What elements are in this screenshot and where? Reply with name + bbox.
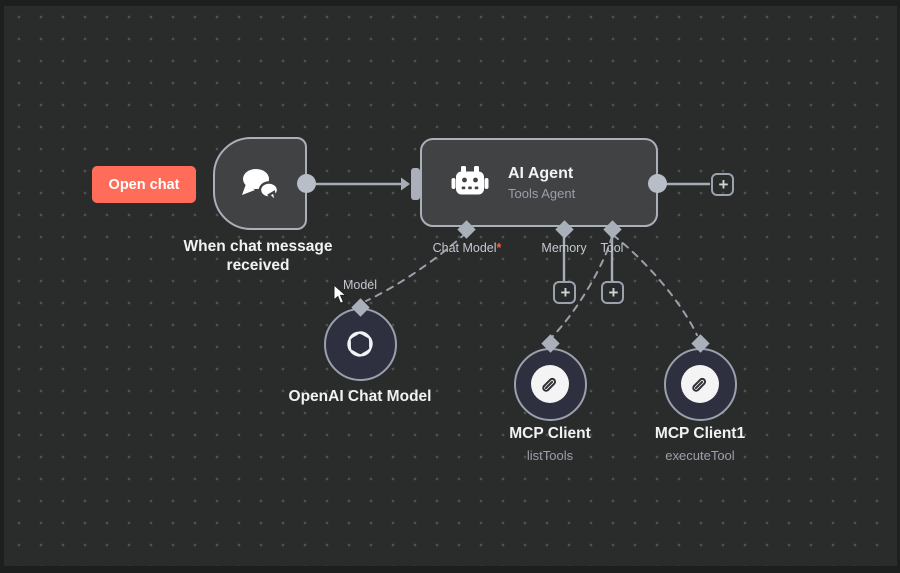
openai-logo-icon <box>347 331 373 357</box>
screen-edge-right <box>897 0 900 573</box>
mcp-logo-icon <box>692 377 707 392</box>
mcp-client1-label: MCP Client1 <box>654 425 746 442</box>
port-label-tool: Tool <box>600 241 624 255</box>
agent-input-port[interactable] <box>411 168 420 200</box>
mcp-logo-badge <box>681 365 719 403</box>
mcp-logo-icon <box>542 377 557 392</box>
chat-model-label-text: Chat Model <box>432 241 497 255</box>
add-node-button-memory[interactable]: + <box>552 281 576 304</box>
edge-chatmodel-to-openai[interactable] <box>365 232 467 302</box>
node-mcp-client1[interactable] <box>663 347 737 421</box>
open-chat-button[interactable]: Open chat <box>92 166 196 203</box>
trigger-label-line1: When chat message <box>183 238 333 255</box>
add-node-button-tool[interactable]: + <box>600 281 624 304</box>
agent-output-port[interactable] <box>648 174 667 193</box>
trigger-node-label: When chat message received <box>158 237 358 275</box>
trigger-label-line2: received <box>226 257 290 274</box>
port-label-memory: Memory <box>541 241 587 255</box>
screen-edge-bottom <box>0 566 900 573</box>
openai-port-label: Model <box>342 278 378 292</box>
trigger-output-port[interactable] <box>297 174 316 193</box>
node-ai-agent[interactable]: AI Agent Tools Agent <box>420 138 658 227</box>
edge-tool-to-mcp-client1[interactable] <box>612 234 698 336</box>
mcp-client1-operation: executeTool <box>665 448 735 463</box>
add-node-button-agent-output[interactable]: + <box>710 172 734 196</box>
port-label-chat-model: Chat Model* <box>407 241 527 255</box>
edge-tool-to-mcp-client[interactable] <box>552 235 613 337</box>
node-mcp-client[interactable] <box>513 347 587 421</box>
mcp-logo-badge <box>531 365 569 403</box>
screen-edge-left <box>0 0 4 573</box>
mcp-client-label: MCP Client <box>509 425 591 442</box>
agent-subtitle: Tools Agent <box>508 185 576 201</box>
agent-title: AI Agent <box>508 164 574 182</box>
mcp-client-operation: listTools <box>526 448 574 463</box>
chat-bubbles-icon <box>242 168 280 205</box>
edge-arrowhead-icon <box>401 177 410 191</box>
openai-node-label: OpenAI Chat Model <box>288 388 432 405</box>
cursor-pointer-icon <box>333 284 348 304</box>
screen-edge-top <box>0 0 900 6</box>
chat-model-required-asterisk: * <box>496 241 502 255</box>
robot-icon <box>451 165 489 194</box>
node-openai-chat-model[interactable] <box>323 307 397 381</box>
node-chat-trigger[interactable] <box>213 137 307 230</box>
